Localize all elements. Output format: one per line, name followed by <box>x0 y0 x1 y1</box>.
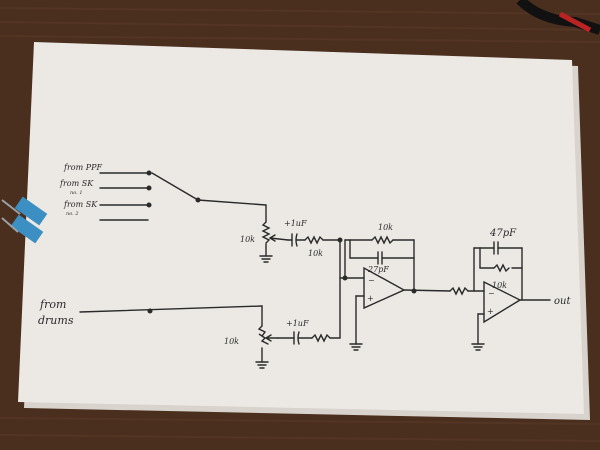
paper-sheet <box>18 42 584 414</box>
schematic <box>79 170 551 369</box>
input-label-sk2-sub: no. 2 <box>66 211 79 217</box>
binder-clip <box>1 196 48 244</box>
wood-grain <box>0 7 600 442</box>
res-top-label: 10k <box>308 249 323 258</box>
input-label-sk1: from SK <box>59 179 94 188</box>
pot-top-label: 10k <box>240 235 255 244</box>
cap2-label: 47pF <box>489 228 517 239</box>
opamp1-plus: + <box>367 294 374 303</box>
pot-bottom-label: 10k <box>224 337 239 346</box>
feedback-cap-label: 27pF <box>367 265 389 274</box>
opamp2-minus: − <box>488 289 495 298</box>
output-label: out <box>554 296 571 307</box>
input-label-sk1-sub: no. 1 <box>70 190 83 196</box>
cable-red <box>558 11 592 33</box>
input-label-sk2: from SK <box>63 200 98 209</box>
opamp1-minus: − <box>368 276 375 285</box>
opamp2-plus: + <box>487 307 494 316</box>
cap-bottom-label: +1uF <box>286 319 309 328</box>
cap-top-label: +1uF <box>284 219 307 228</box>
res2-label: 10k <box>492 281 507 290</box>
drums-label-line2: drums <box>38 314 74 327</box>
drums-label-line1: from <box>39 298 66 311</box>
feedback-res-label: 10k <box>378 223 393 232</box>
input-label-ppf: from PPF <box>63 163 102 172</box>
